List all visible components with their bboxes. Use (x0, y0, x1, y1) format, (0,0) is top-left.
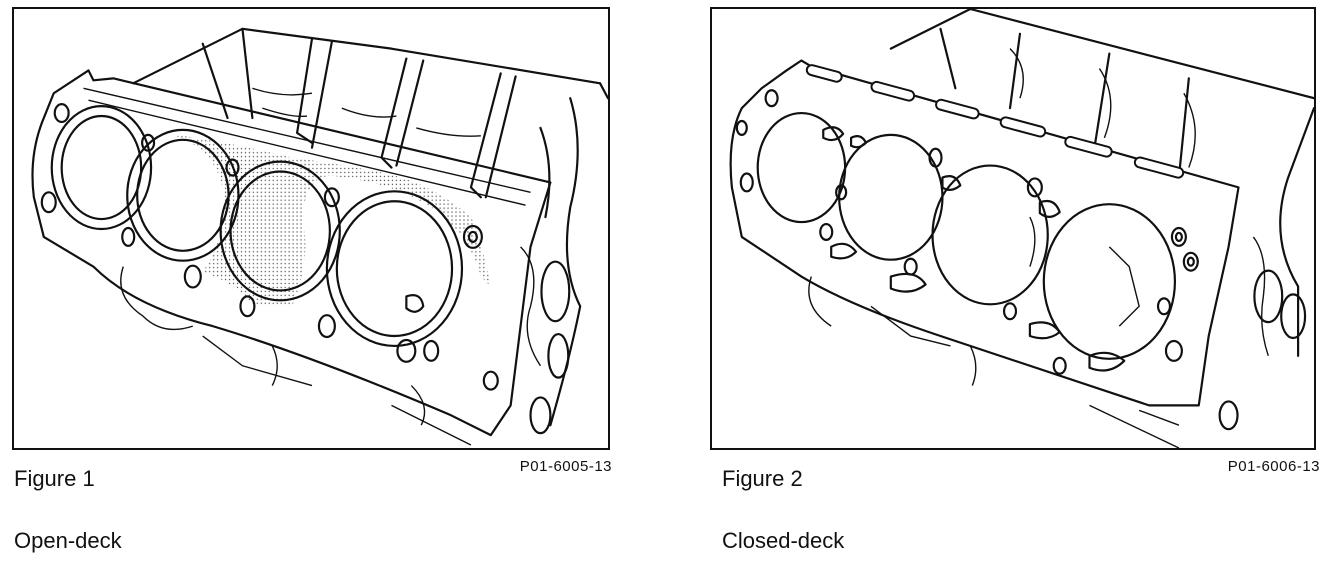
figure-label: Figure 1 (14, 466, 95, 491)
figure-caption: Open-deck (14, 528, 122, 553)
figure-panel-2: P01-6006-13 Figure 2 Closed-deck (700, 0, 1320, 564)
part-number: P01-6005-13 (519, 458, 612, 475)
figure-1-frame (12, 7, 610, 450)
figure-label: Figure 2 (722, 466, 803, 491)
figure-2-frame (710, 7, 1316, 450)
open-deck-engine-block-illustration (31, 27, 608, 446)
figure-caption: Closed-deck (722, 528, 845, 553)
figure-panel-1: P01-6005-13 Figure 1 Open-deck (0, 0, 620, 564)
part-number: P01-6006-13 (1227, 458, 1320, 475)
closed-deck-engine-block-illustration (729, 9, 1314, 448)
